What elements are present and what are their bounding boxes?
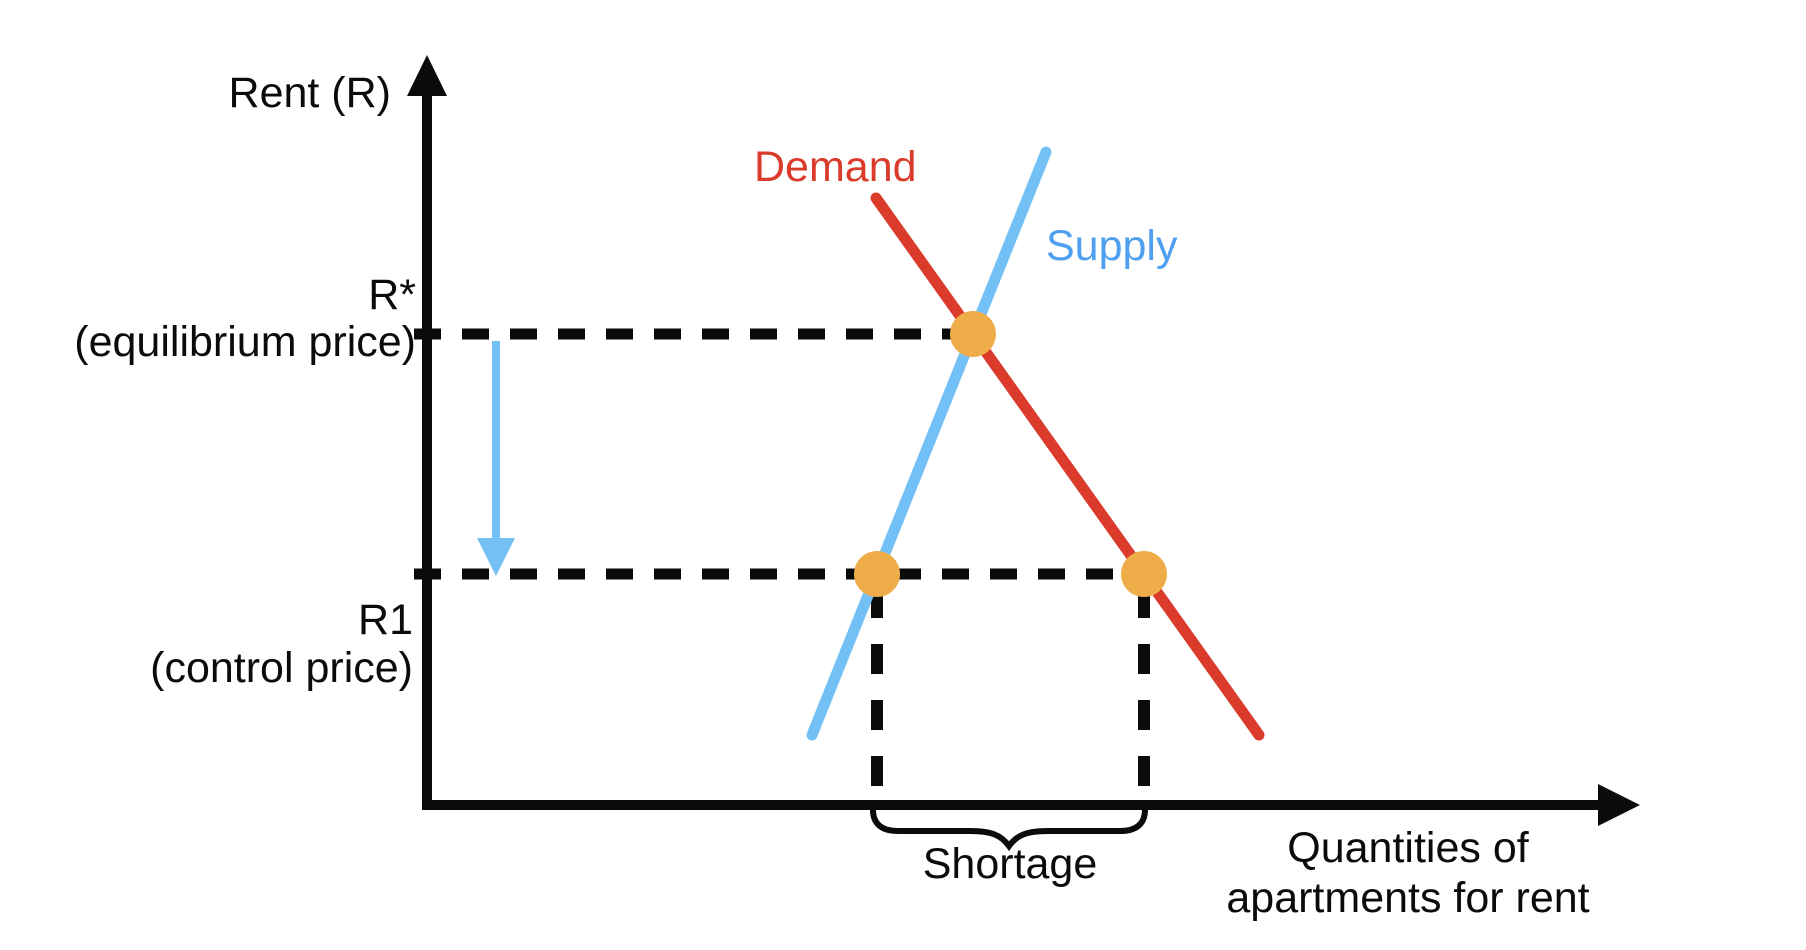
x-axis-arrowhead <box>1598 784 1640 826</box>
control-price-symbol: R1 <box>358 596 413 644</box>
demand-curve <box>870 192 1265 741</box>
x-axis-label-line2: apartments for rent <box>1226 874 1590 922</box>
shortage-brace <box>870 807 1148 852</box>
control-price-label: R1 (control price) <box>150 596 413 692</box>
demand-at-control-price-point <box>1121 551 1167 597</box>
supply-at-control-price-point <box>854 551 900 597</box>
equilibrium-price-symbol: R* <box>368 271 416 319</box>
x-axis-label: Quantities of apartments for rent <box>1158 823 1658 923</box>
equilibrium-price-description: (equilibrium price) <box>74 318 416 366</box>
equilibrium-point <box>950 311 996 357</box>
equilibrium-price-label: R* (equilibrium price) <box>74 272 416 366</box>
shortage-annotation-label: Shortage <box>922 840 1098 888</box>
y-axis-label: Rent (R) <box>228 69 391 117</box>
supply-curve-label: Supply <box>1046 222 1178 270</box>
price-drop-arrow-head <box>477 538 515 576</box>
y-axis-arrowhead <box>407 55 447 96</box>
demand-curve-label: Demand <box>754 143 917 191</box>
supply-curve <box>806 146 1052 741</box>
control-price-description: (control price) <box>150 644 413 692</box>
x-axis-label-line1: Quantities of <box>1287 824 1529 872</box>
